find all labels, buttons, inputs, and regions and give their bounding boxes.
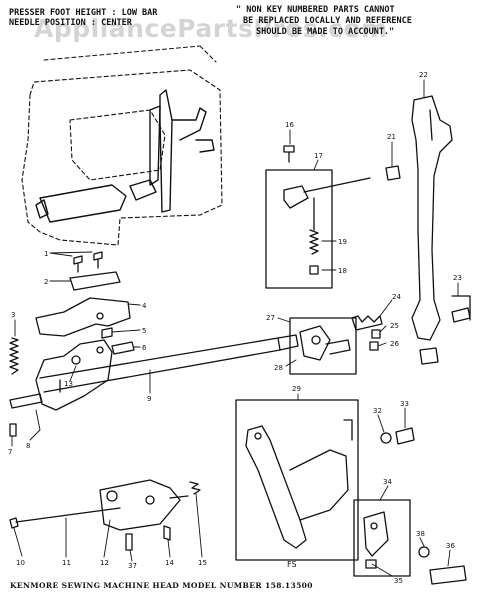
callout-10: 10 bbox=[16, 559, 25, 567]
callout-36: 36 bbox=[446, 542, 455, 550]
part-3-spring bbox=[9, 337, 19, 375]
machine-body-outline bbox=[21, 45, 223, 246]
callout-9: 9 bbox=[147, 395, 151, 403]
callout-7: 7 bbox=[8, 448, 12, 456]
callout-21: 21 bbox=[387, 133, 396, 141]
callout-12: 12 bbox=[100, 559, 109, 567]
header-right-line-3: SHOULD BE MADE TO ACCOUNT." bbox=[256, 27, 395, 37]
part-2-plate bbox=[69, 271, 121, 291]
callout-32: 32 bbox=[373, 407, 382, 415]
callout-28: 28 bbox=[274, 364, 283, 372]
callout-5: 5 bbox=[142, 327, 146, 335]
presser-bar-assembly bbox=[35, 89, 215, 223]
part-37-pin bbox=[125, 533, 133, 551]
callout-6: 6 bbox=[142, 344, 147, 352]
callout-23: 23 bbox=[453, 274, 462, 282]
part-32-washer bbox=[380, 432, 392, 444]
callout-17: 17 bbox=[314, 152, 323, 160]
callout-1: 1 bbox=[44, 250, 48, 258]
callout-2: 2 bbox=[44, 278, 48, 286]
callout-18: 18 bbox=[338, 267, 347, 275]
part-15-spring bbox=[189, 481, 201, 495]
callout-22: 22 bbox=[419, 71, 428, 79]
callout-14: 14 bbox=[165, 559, 174, 567]
part-11-rod bbox=[15, 507, 121, 523]
part-8-rod bbox=[9, 393, 43, 409]
part-17-box bbox=[265, 169, 333, 289]
callout-4: 4 bbox=[142, 302, 147, 310]
figure-code: FS bbox=[287, 560, 297, 569]
header-left-line-1: PRESSER FOOT HEIGHT : LOW BAR bbox=[9, 8, 158, 18]
part-27-box bbox=[289, 317, 357, 375]
header-left-line-2: NEEDLE POSITION : CENTER bbox=[9, 18, 132, 28]
part-4-bracket bbox=[35, 297, 131, 337]
callout-29: 29 bbox=[292, 385, 301, 393]
callout-38: 38 bbox=[416, 530, 425, 538]
footer-model-caption: KENMORE SEWING MACHINE HEAD MODEL NUMBER… bbox=[10, 581, 313, 590]
part-13-crank bbox=[35, 339, 113, 411]
part-1-screws bbox=[73, 251, 103, 273]
part-21-nut bbox=[385, 165, 401, 181]
part-23-screw bbox=[451, 307, 471, 323]
callout-25: 25 bbox=[390, 322, 399, 330]
part-24-spring bbox=[351, 315, 383, 331]
part-26-nut bbox=[369, 341, 379, 351]
part-33-screw bbox=[395, 427, 415, 445]
part-14-screw bbox=[163, 525, 171, 541]
part-5-screw bbox=[101, 327, 113, 339]
callout-8: 8 bbox=[26, 442, 30, 450]
callout-34: 34 bbox=[383, 478, 392, 486]
callout-27: 27 bbox=[266, 314, 275, 322]
callout-labels: 1 2 3 4 5 6 7 8 9 10 11 12 13 14 15 16 1… bbox=[8, 71, 462, 585]
callout-3: 3 bbox=[11, 311, 15, 319]
part-16-screw bbox=[283, 145, 295, 163]
callout-37: 37 bbox=[128, 562, 137, 570]
header-right-line-1: " NON KEY NUMBERED PARTS CANNOT bbox=[236, 5, 395, 15]
leader-lines bbox=[11, 79, 459, 577]
part-35-screw bbox=[365, 559, 377, 569]
callout-24: 24 bbox=[392, 293, 401, 301]
part-6-pin bbox=[111, 341, 135, 355]
part-25-collar bbox=[371, 329, 381, 339]
part-9-shaft bbox=[39, 334, 299, 393]
callout-19: 19 bbox=[338, 238, 347, 246]
part-29-box bbox=[235, 399, 359, 561]
part-7-pin bbox=[9, 423, 17, 437]
callout-11: 11 bbox=[62, 559, 71, 567]
part-12-crank bbox=[99, 479, 181, 531]
part-36-block bbox=[429, 565, 467, 585]
part-10-end bbox=[9, 517, 19, 529]
part-38-washer bbox=[418, 546, 430, 558]
part-22-lever bbox=[411, 95, 453, 341]
header-right-line-2: BE REPLACED LOCALLY AND REFERENCE bbox=[243, 16, 412, 26]
callout-33: 33 bbox=[400, 400, 409, 408]
callout-15: 15 bbox=[198, 559, 207, 567]
callout-13: 13 bbox=[64, 380, 73, 388]
callout-26: 26 bbox=[390, 340, 399, 348]
part-18-clip bbox=[309, 265, 319, 275]
callout-35: 35 bbox=[394, 577, 403, 585]
part-nut-small bbox=[419, 347, 439, 365]
part-19-spring bbox=[309, 229, 319, 255]
callout-16: 16 bbox=[285, 121, 294, 129]
part-34-box bbox=[353, 499, 411, 577]
watermark: AppliancePartsPros.com bbox=[34, 14, 388, 43]
